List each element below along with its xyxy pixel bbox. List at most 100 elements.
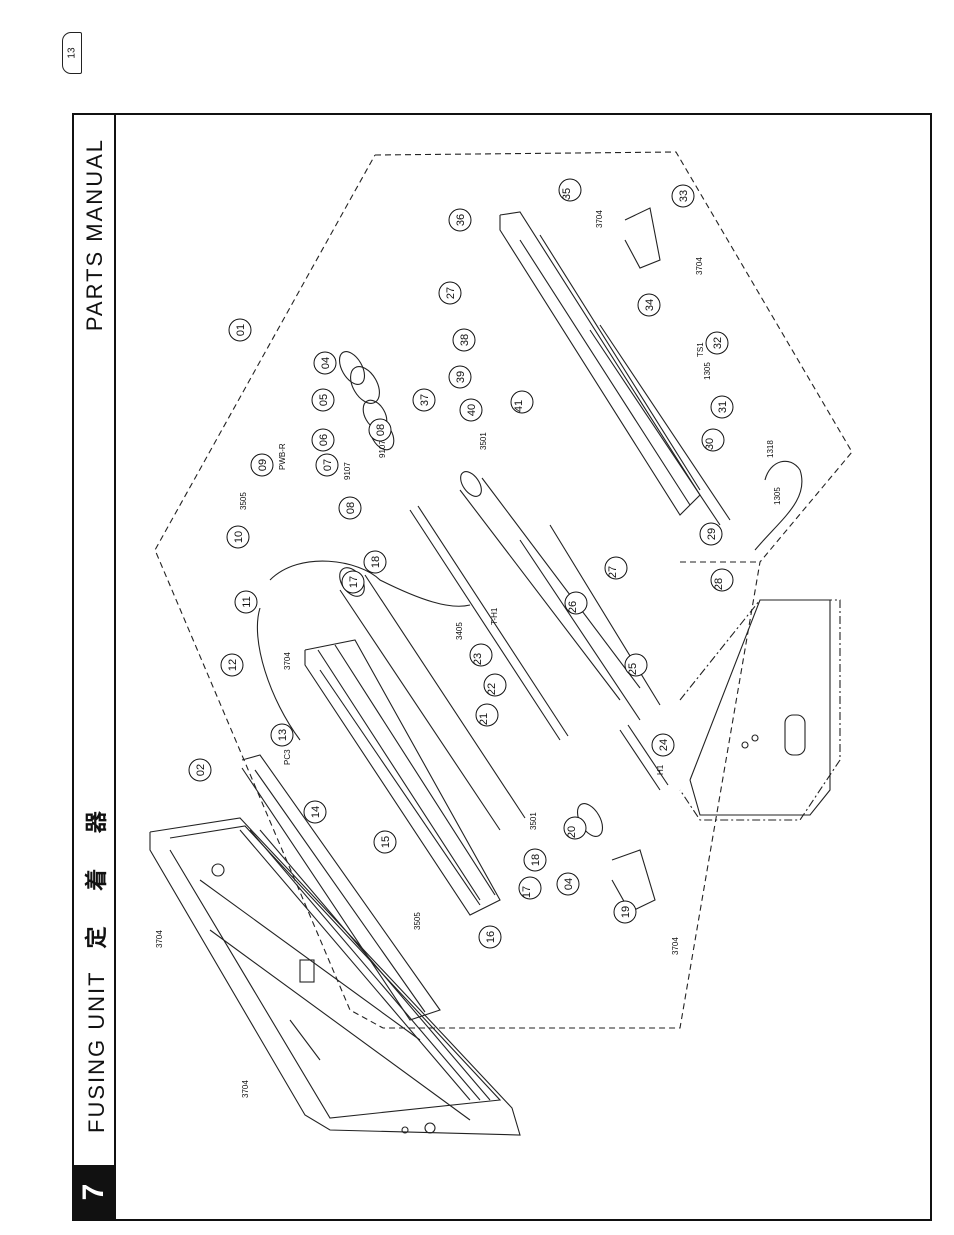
page-frame: FUSING UNIT 定 着 器 PARTS MANUAL 7 bbox=[72, 113, 932, 1221]
svg-text:28: 28 bbox=[713, 578, 725, 590]
svg-text:07: 07 bbox=[322, 459, 334, 471]
svg-text:29: 29 bbox=[706, 528, 718, 540]
svg-text:40: 40 bbox=[466, 404, 478, 416]
callout-14: 14 bbox=[303, 800, 327, 824]
screw-codes: 3704 3704 3704 3704 3704 3704 3505 3505 … bbox=[155, 210, 782, 1098]
screw-code: 1305 bbox=[703, 362, 712, 380]
svg-text:04: 04 bbox=[320, 357, 332, 369]
svg-text:08: 08 bbox=[375, 424, 387, 436]
screw-code: 3501 bbox=[529, 812, 538, 830]
svg-text:17: 17 bbox=[521, 886, 533, 898]
callout-39: 39 bbox=[448, 365, 472, 389]
svg-text:36: 36 bbox=[455, 214, 467, 226]
manual-name: PARTS MANUAL bbox=[82, 138, 107, 332]
svg-text:18: 18 bbox=[370, 556, 382, 568]
callout-04: 04 bbox=[313, 351, 337, 375]
screw-code: 1305 bbox=[773, 487, 782, 505]
screw-code: 3704 bbox=[595, 210, 604, 228]
wire-harness-12 bbox=[256, 607, 301, 741]
svg-text:21: 21 bbox=[478, 713, 490, 725]
lamp bbox=[409, 505, 569, 741]
callout-15: 15 bbox=[373, 830, 397, 854]
screw-code: 3501 bbox=[479, 432, 488, 450]
svg-text:14: 14 bbox=[310, 806, 322, 818]
label-h1: H1 bbox=[656, 764, 665, 775]
cover-frame bbox=[149, 817, 521, 1136]
section-title-en: FUSING UNIT bbox=[84, 970, 109, 1133]
page-number-tab: 13 bbox=[62, 32, 82, 74]
callout-18: 18 bbox=[363, 550, 387, 574]
callout-21: 21 bbox=[475, 703, 499, 727]
callout-11: 11 bbox=[234, 590, 258, 614]
screw-code: 9107 bbox=[378, 440, 387, 458]
callout-18: 18 bbox=[523, 848, 547, 872]
callout-13: 13 bbox=[270, 723, 294, 747]
svg-text:01: 01 bbox=[235, 324, 247, 336]
svg-text:38: 38 bbox=[459, 334, 471, 346]
svg-text:04: 04 bbox=[563, 878, 575, 890]
svg-text:10: 10 bbox=[233, 531, 245, 543]
svg-text:18: 18 bbox=[530, 854, 542, 866]
wire-harness-28 bbox=[754, 460, 803, 551]
machine-body bbox=[689, 599, 831, 816]
svg-text:06: 06 bbox=[318, 434, 330, 446]
callout-40: 40 bbox=[459, 398, 483, 422]
svg-text:09: 09 bbox=[257, 459, 269, 471]
svg-text:17: 17 bbox=[348, 576, 360, 588]
label-t-h1: T-H1 bbox=[490, 607, 499, 625]
screw-code: 3505 bbox=[239, 492, 248, 510]
svg-text:32: 32 bbox=[712, 337, 724, 349]
callout-24: 24 bbox=[651, 733, 675, 757]
callout-16: 16 bbox=[478, 925, 502, 949]
callout-17: 17 bbox=[518, 876, 542, 900]
callout-06: 06 bbox=[311, 428, 335, 452]
svg-text:05: 05 bbox=[318, 394, 330, 406]
svg-text:37: 37 bbox=[419, 394, 431, 406]
callout-29: 29 bbox=[699, 522, 723, 546]
svg-text:27: 27 bbox=[445, 287, 457, 299]
screw-code: 3704 bbox=[695, 257, 704, 275]
svg-text:11: 11 bbox=[241, 596, 253, 607]
svg-text:39: 39 bbox=[455, 371, 467, 383]
svg-text:25: 25 bbox=[627, 663, 639, 675]
svg-text:26: 26 bbox=[567, 601, 579, 613]
upper-frame bbox=[304, 639, 501, 916]
label-pc3: PC3 bbox=[283, 749, 292, 765]
callout-07: 07 bbox=[315, 453, 339, 477]
svg-text:15: 15 bbox=[380, 836, 392, 848]
callout-markers: 01 02 04 04 05 06 07 08 08 09 10 11 12 1… bbox=[188, 178, 734, 949]
callout-38: 38 bbox=[452, 328, 476, 352]
callout-01: 01 bbox=[228, 318, 252, 342]
callout-05: 05 bbox=[311, 388, 335, 412]
machine-outline bbox=[679, 599, 841, 821]
section-title-jp: 定 着 器 bbox=[85, 797, 110, 949]
screw-code: 3505 bbox=[413, 912, 422, 930]
svg-text:12: 12 bbox=[227, 659, 239, 671]
svg-text:22: 22 bbox=[486, 683, 498, 695]
bracket-33 bbox=[624, 207, 661, 269]
component-labels: PWB-R PC3 T-H1 H1 TS1 bbox=[278, 342, 705, 775]
callout-31: 31 bbox=[710, 395, 734, 419]
section-number: 7 bbox=[77, 1183, 110, 1201]
svg-text:27: 27 bbox=[607, 566, 619, 578]
lower-frame bbox=[499, 211, 731, 526]
wire-harness-11 bbox=[269, 560, 471, 607]
shaft bbox=[619, 724, 669, 791]
svg-text:08: 08 bbox=[345, 502, 357, 514]
page-number: 13 bbox=[66, 47, 78, 59]
callout-32: 32 bbox=[705, 331, 729, 355]
svg-text:02: 02 bbox=[195, 764, 207, 776]
exploded-parts-diagram: 01 02 04 04 05 06 07 08 08 09 10 11 12 1… bbox=[149, 151, 853, 1136]
callout-02: 02 bbox=[188, 758, 212, 782]
svg-text:20: 20 bbox=[566, 826, 578, 838]
callout-25: 25 bbox=[624, 653, 648, 677]
callout-08: 08 bbox=[368, 418, 392, 442]
callout-08: 08 bbox=[338, 496, 362, 520]
callout-35: 35 bbox=[558, 178, 582, 202]
screw-code: 3405 bbox=[455, 622, 464, 640]
callout-27: 27 bbox=[604, 556, 628, 580]
callout-36: 36 bbox=[448, 208, 472, 232]
svg-text:41: 41 bbox=[513, 400, 525, 412]
screw-code: 3704 bbox=[283, 652, 292, 670]
callout-17: 17 bbox=[341, 570, 365, 594]
